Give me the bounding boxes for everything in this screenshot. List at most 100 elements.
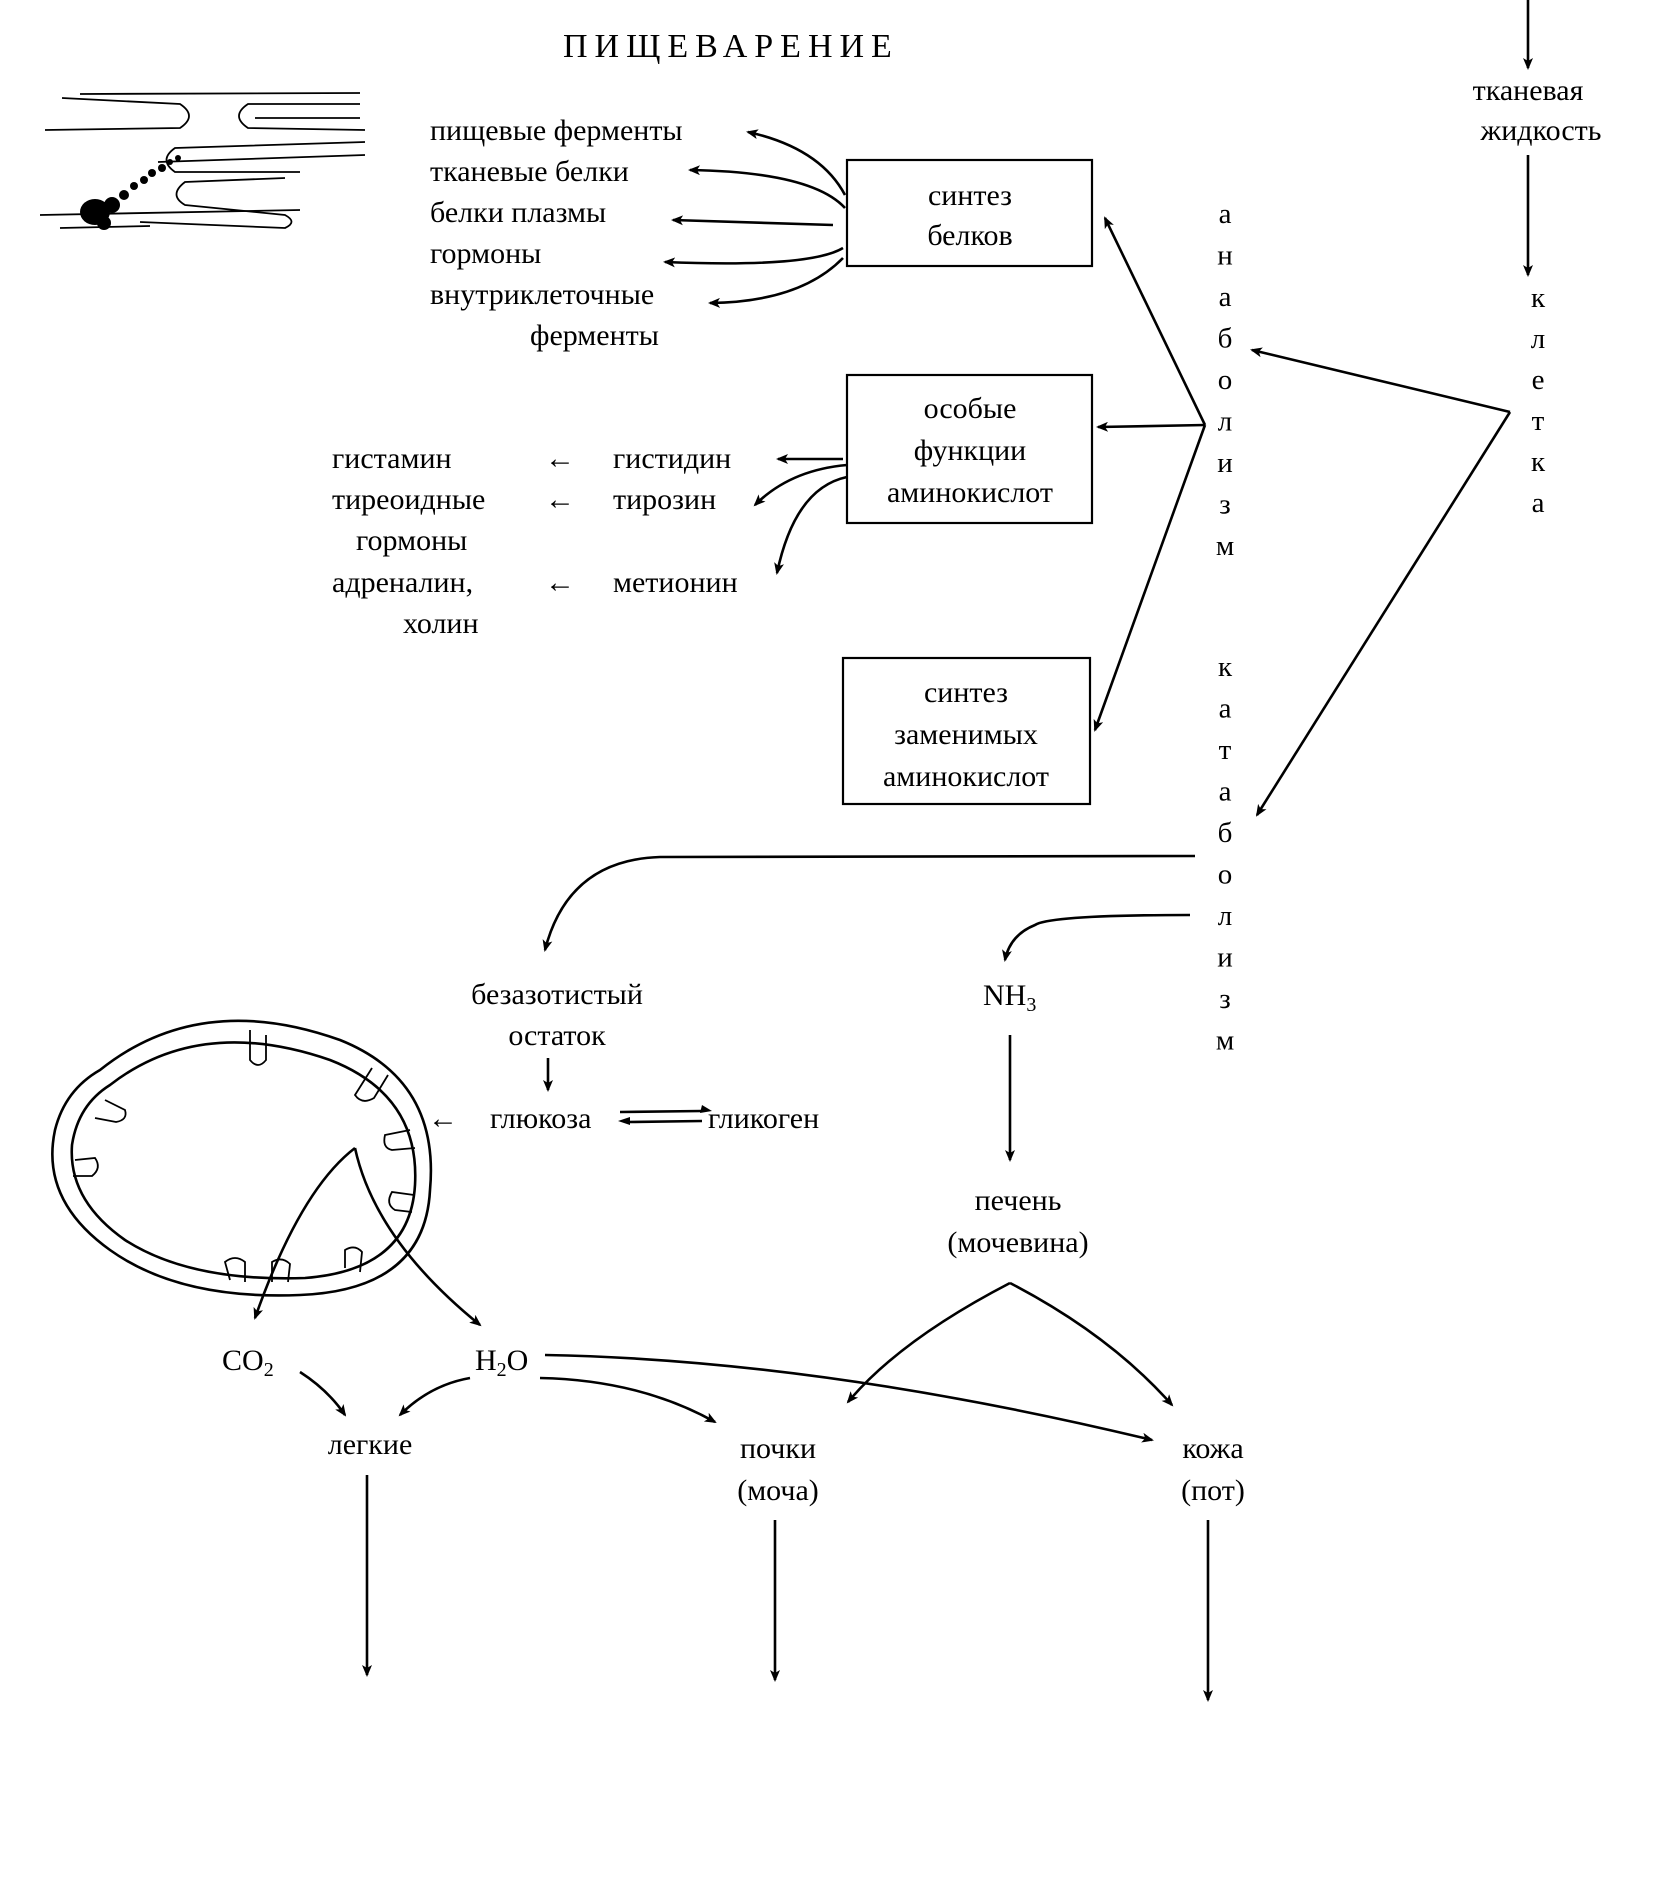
catab-word-letter: а xyxy=(1219,776,1232,808)
catab-word-letter: и xyxy=(1217,942,1233,974)
arrow-to-hormones xyxy=(663,246,844,268)
amino-methionine: метионин xyxy=(613,566,738,599)
catab-word-letter: о xyxy=(1218,859,1233,891)
protein-synthesis-line-2: белков xyxy=(927,219,1012,252)
anab-word-letter: б xyxy=(1218,323,1233,355)
cell-word-letter: к xyxy=(1531,446,1546,478)
left-arrow-to-mitochondrion: ← xyxy=(428,1102,458,1135)
special-functions-line-3: аминокислот xyxy=(887,476,1053,509)
catab-word-letter: а xyxy=(1219,693,1232,725)
arrow-anabolism-to-protein-synthesis xyxy=(1103,216,1207,426)
product-intracellular: внутриклеточные xyxy=(430,278,654,311)
catab-word-letter: б xyxy=(1218,817,1233,849)
mitochondrion-icon xyxy=(51,1019,433,1297)
cell-word-letter: к xyxy=(1531,282,1546,314)
nitrogen-free-line-2: остаток xyxy=(508,1019,606,1052)
anab-word-letter: з xyxy=(1219,489,1230,521)
anab-word-letter: а xyxy=(1219,198,1232,230)
arrow-to-intracellular-enzymes xyxy=(708,257,844,308)
arrow-to-plasma-proteins xyxy=(671,215,834,227)
arrow-catabolism-to-nh3 xyxy=(1002,913,1191,962)
kidneys-line-2: (моча) xyxy=(737,1474,819,1507)
co2-base: CO xyxy=(222,1344,264,1377)
arrow-to-methionine xyxy=(774,475,848,575)
product-hormones: гормоны xyxy=(430,237,541,270)
catab-word-letter: т xyxy=(1219,734,1232,766)
catab-word-letter: л xyxy=(1218,900,1232,932)
arrow-h2o-to-kidneys xyxy=(539,1376,717,1424)
page-title: ПИЩЕВАРЕНИЕ xyxy=(563,28,899,65)
anab-word-letter: и xyxy=(1217,447,1233,479)
co2-label: CO2 xyxy=(222,1344,274,1381)
h2o-tail: O xyxy=(507,1344,529,1377)
arrow-catabolism-to-nitrogen-free xyxy=(542,854,1196,952)
amino-histidine: гистидин xyxy=(613,442,731,475)
arrow-liver-to-skin xyxy=(1009,1281,1174,1407)
special-functions-box xyxy=(845,373,1094,525)
nonessential-synthesis-line-2: заменимых xyxy=(894,718,1038,751)
left-arrow-adrenaline: ← xyxy=(545,566,575,599)
amino-tyrosine: тирозин xyxy=(613,483,716,516)
derivative-hormones: гормоны xyxy=(356,524,467,557)
cell-word-letter: л xyxy=(1531,323,1545,355)
arrow-liver-to-kidneys xyxy=(846,1281,1011,1404)
tissue-fluid-label-1: тканевая xyxy=(1473,74,1584,107)
left-arrow-thyroid: ← xyxy=(545,483,575,516)
catab-word-letter: м xyxy=(1216,1025,1234,1057)
derivative-adrenaline: адреналин, xyxy=(332,566,473,599)
catab-word-letter: з xyxy=(1219,983,1230,1015)
nonessential-synthesis-line-3: аминокислот xyxy=(883,760,1049,793)
nitrogen-free-line-1: безазотистый xyxy=(471,978,643,1011)
product-plasma-proteins: белки плазмы xyxy=(430,196,606,229)
product-tissue-proteins: тканевые белки xyxy=(430,155,629,188)
anab-word-letter: а xyxy=(1219,281,1232,313)
product-enzymes: ферменты xyxy=(530,319,659,352)
catab-word-letter: к xyxy=(1218,651,1233,683)
glucose-label: глюкоза xyxy=(490,1102,591,1135)
cell-word-letter: е xyxy=(1532,364,1545,396)
anab-word-letter: о xyxy=(1218,364,1233,396)
arrow-h2o-to-skin xyxy=(544,1353,1154,1443)
derivative-thyroid: тиреоидные xyxy=(332,483,485,516)
h2o-label: H2O xyxy=(475,1344,528,1381)
nonessential-synthesis-box xyxy=(841,656,1092,806)
arrow-anabolism-to-special-functions xyxy=(1096,421,1206,432)
protein-synthesis-box xyxy=(845,158,1094,268)
arrow-to-co2 xyxy=(253,1146,356,1320)
glucose-glycogen-equilibrium-arrows xyxy=(618,1105,712,1125)
arrow-to-h2o xyxy=(353,1147,482,1327)
skin-line-1: кожа xyxy=(1182,1432,1243,1465)
arrow-co2-to-lungs xyxy=(299,1370,347,1417)
product-digestive-enzymes: пищевые ферменты xyxy=(430,114,683,147)
left-arrow-histamine: ← xyxy=(545,442,575,475)
liver-line-2: (мочевина) xyxy=(947,1226,1088,1259)
protein-synthesis-line-1: синтез xyxy=(928,179,1012,212)
lungs-label: легкие xyxy=(328,1428,413,1461)
derivative-choline: холин xyxy=(403,607,479,640)
nh3-subscript: 3 xyxy=(1026,994,1036,1016)
arrow-anabolism-to-nonessential xyxy=(1093,424,1207,732)
cell-word-letter: т xyxy=(1532,405,1545,437)
special-functions-line-1: особые xyxy=(924,392,1017,425)
kidneys-line-1: почки xyxy=(740,1432,816,1465)
arrow-h2o-to-lungs xyxy=(398,1376,471,1417)
nonessential-synthesis-line-1: синтез xyxy=(924,676,1008,709)
anab-word-letter: м xyxy=(1216,530,1234,562)
tissue-fluid-label-2: жидкость xyxy=(1480,114,1602,147)
nh3-base: NH xyxy=(983,979,1026,1012)
anab-word-letter: л xyxy=(1218,406,1232,438)
h2o-base: H xyxy=(475,1344,497,1377)
h2o-subscript: 2 xyxy=(497,1359,507,1381)
arrow-cell-to-anabolism xyxy=(1250,347,1511,414)
skin-line-2: (пот) xyxy=(1181,1474,1245,1507)
derivative-histamine: гистамин xyxy=(332,442,452,475)
arrow-to-tissue-proteins xyxy=(688,165,846,209)
liver-line-1: печень xyxy=(975,1184,1062,1217)
co2-subscript: 2 xyxy=(264,1359,274,1381)
er-ribosome-icon xyxy=(39,92,366,230)
anab-word-letter: н xyxy=(1217,240,1233,272)
arrow-to-digestive-enzymes xyxy=(746,129,847,196)
